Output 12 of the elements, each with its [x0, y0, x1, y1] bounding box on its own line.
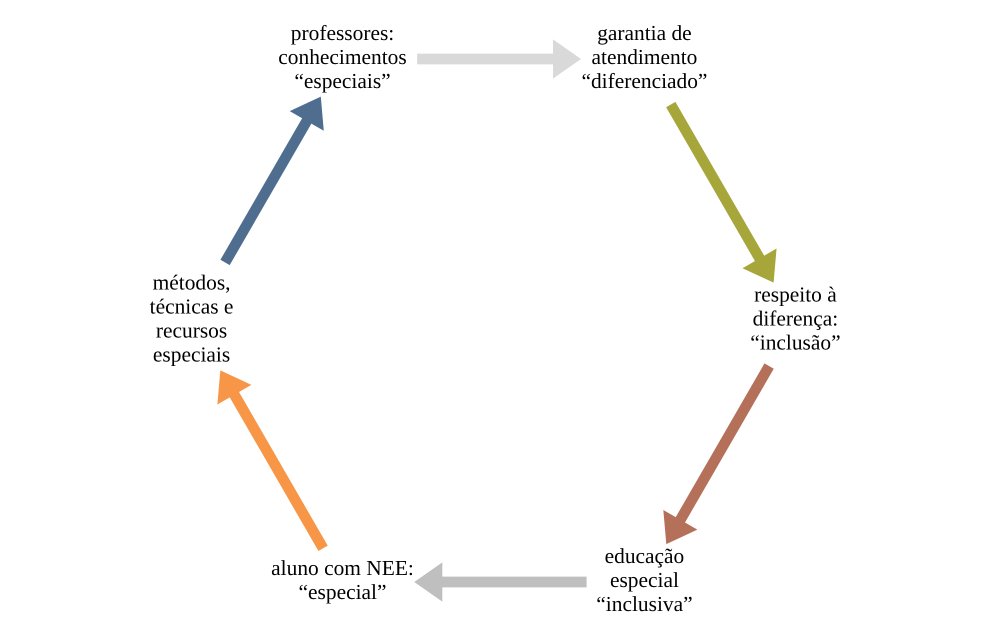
node-text: aluno com NEE: “especial”: [270, 556, 414, 604]
node-text: professores: conhecimentos “especiais”: [278, 21, 406, 94]
arrow: [666, 102, 776, 283]
node-text: métodos, técnicas e recursos especiais: [149, 270, 233, 367]
node-text: garantia de atendimento “diferenciado”: [580, 21, 707, 94]
node-text: educação especial “inclusiva”: [596, 544, 692, 616]
arrow: [662, 363, 774, 544]
arrow: [220, 96, 324, 266]
arrow: [216, 370, 328, 552]
arrow: [414, 562, 586, 602]
node-text: respeito à diferença: “inclusão”: [750, 282, 840, 355]
arrow: [416, 39, 581, 79]
